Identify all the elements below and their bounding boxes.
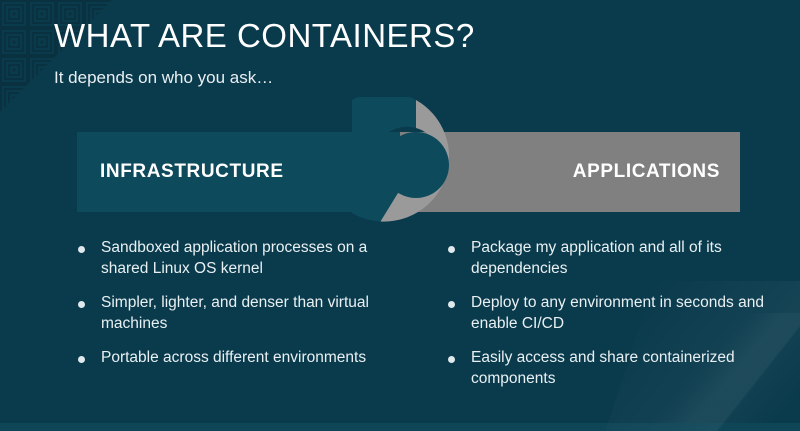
list-item-text: Deploy to any environment in seconds and… xyxy=(471,294,764,332)
bullet-dot-icon xyxy=(448,301,455,309)
list-item-text: Package my application and all of its de… xyxy=(471,239,722,277)
list-item: Simpler, lighter, and denser than virtua… xyxy=(78,293,408,334)
list-item-text: Simpler, lighter, and denser than virtua… xyxy=(101,294,369,332)
bullet-dot-icon xyxy=(448,356,455,364)
list-item-text: Easily access and share containerized co… xyxy=(471,349,735,388)
bottom-accent-band xyxy=(0,423,800,431)
slide-subtitle: It depends on who you ask… xyxy=(54,68,274,87)
applications-label: APPLICATIONS xyxy=(572,161,720,182)
list-item-text: Portable across different environments xyxy=(101,349,367,367)
list-item: Package my application and all of its de… xyxy=(448,238,768,279)
applications-bar xyxy=(400,132,740,212)
list-item-text: Sandboxed application processes on a sha… xyxy=(101,239,368,277)
applications-bullet-list: Package my application and all of its de… xyxy=(448,238,768,404)
infrastructure-label: INFRASTRUCTURE xyxy=(100,161,284,182)
bullet-dot-icon xyxy=(78,246,85,253)
slide-title: WHAT ARE CONTAINERS? xyxy=(54,17,475,54)
list-item: Deploy to any environment in seconds and… xyxy=(448,293,768,334)
list-item: Sandboxed application processes on a sha… xyxy=(78,238,408,279)
infrastructure-bullet-list: Sandboxed application processes on a sha… xyxy=(78,238,408,383)
bullet-dot-icon xyxy=(78,301,85,309)
donut-split-icon xyxy=(352,97,480,233)
list-item: Portable across different environments xyxy=(78,348,408,369)
bullet-dot-icon xyxy=(448,246,455,253)
two-perspectives-diagram: INFRASTRUCTURE APPLICATIONS xyxy=(0,95,800,235)
bullet-dot-icon xyxy=(78,356,85,364)
list-item: Easily access and share containerized co… xyxy=(448,348,768,389)
